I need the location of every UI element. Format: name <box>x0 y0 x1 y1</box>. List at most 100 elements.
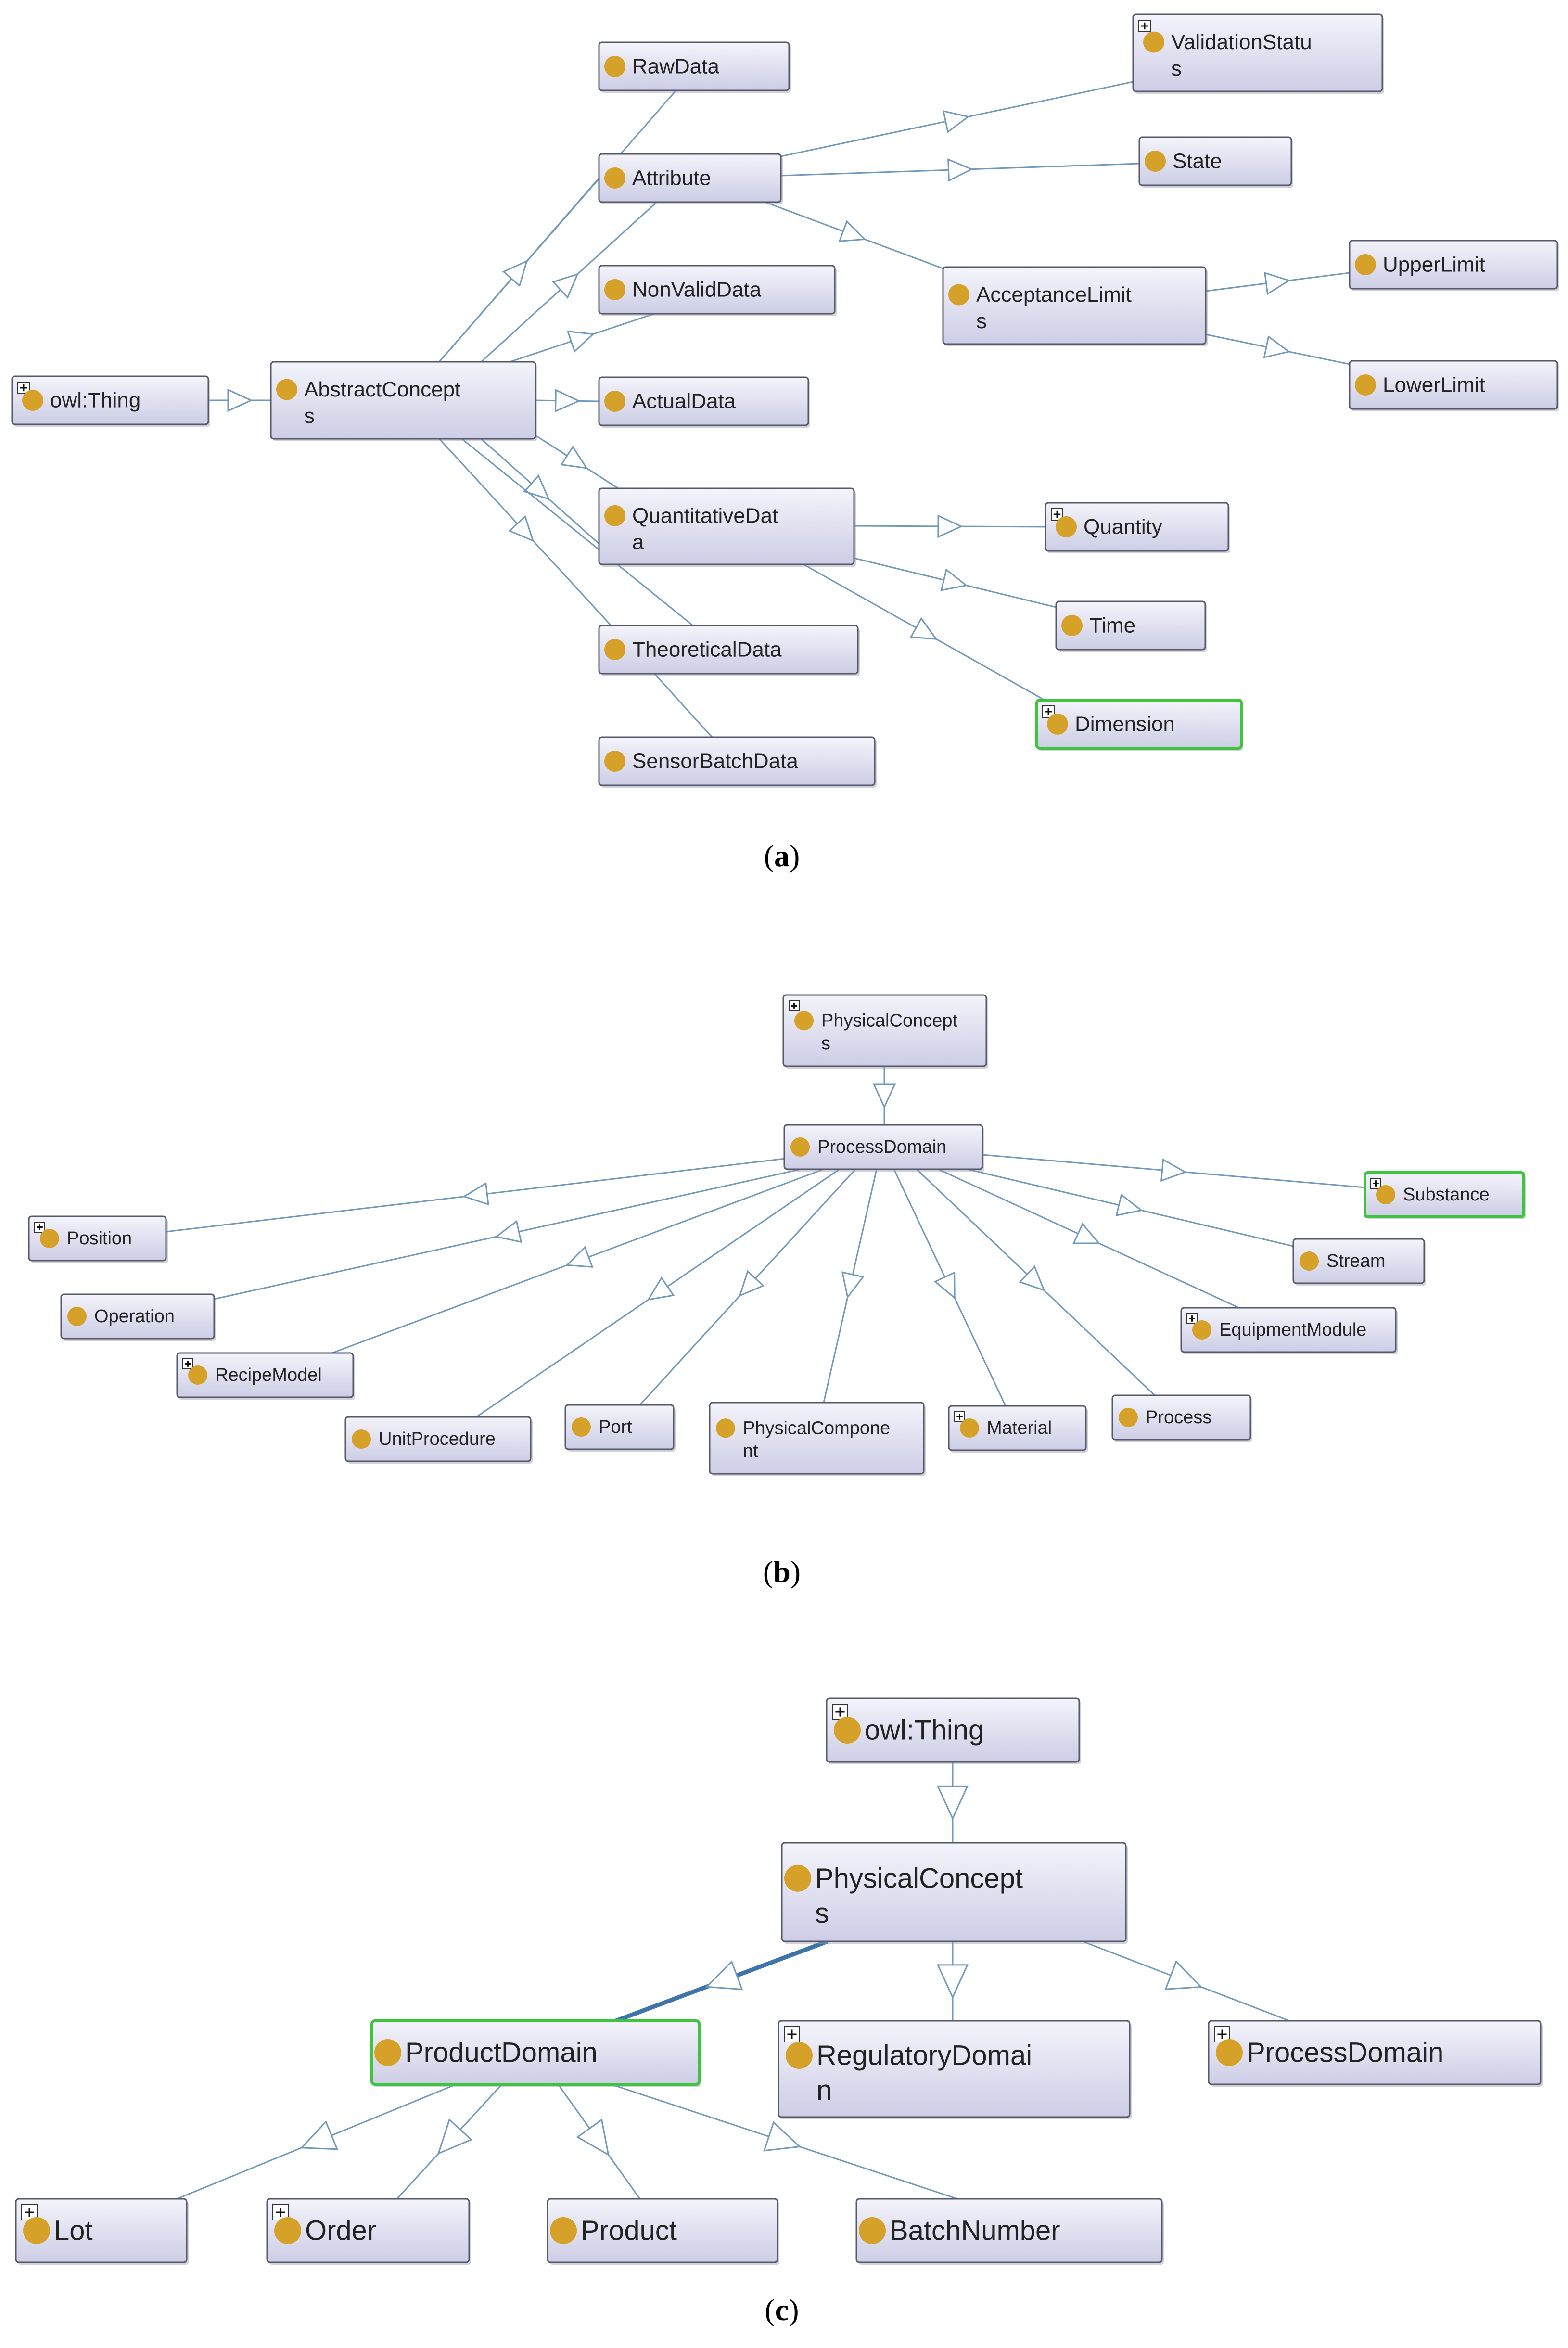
edge-procdomain_b-to-process <box>916 1168 1156 1396</box>
node-box <box>1045 502 1229 552</box>
class-node-lower[interactable]: LowerLimit <box>1349 360 1559 411</box>
class-dot-icon <box>23 2217 50 2244</box>
class-node-process[interactable]: Process <box>1111 1394 1252 1442</box>
class-dot-icon <box>784 1864 811 1892</box>
class-node-procdomain_b[interactable]: ProcessDomain <box>783 1124 984 1172</box>
edge-line <box>653 673 713 738</box>
expand-icon[interactable] <box>1138 20 1151 32</box>
expand-icon[interactable] <box>789 1000 800 1011</box>
expand-icon[interactable] <box>34 1222 45 1233</box>
edge-quant-to-quantity <box>854 514 1046 538</box>
edge-quant-to-time <box>854 557 1057 608</box>
expand-icon[interactable] <box>1370 1178 1381 1189</box>
class-node-product_domain[interactable]: ProductDomain <box>370 2019 701 2087</box>
edge-line <box>461 438 693 626</box>
arrow-icon <box>1072 1223 1101 1244</box>
class-node-attribute[interactable]: Attribute <box>598 153 783 204</box>
class-node-quantity[interactable]: Quantity <box>1045 502 1230 553</box>
class-node-operation[interactable]: Operation <box>60 1293 216 1341</box>
node-box <box>598 153 782 203</box>
class-node-lot[interactable]: Lot <box>15 2198 189 2265</box>
node-label: Substance <box>1403 1185 1490 1205</box>
node-box <box>15 2198 188 2263</box>
arrow-icon <box>763 2121 802 2152</box>
class-dot-icon <box>40 1229 59 1248</box>
node-label: PhysicalConcept <box>815 1863 1023 1894</box>
class-dot-icon <box>604 167 625 189</box>
expand-icon[interactable] <box>784 2026 800 2042</box>
edge-acceptance-to-lower <box>1205 333 1350 365</box>
class-dot-icon <box>1300 1251 1319 1271</box>
expand-icon[interactable] <box>1051 508 1063 521</box>
arrow-icon <box>1164 1960 1203 1990</box>
class-node-theoretical[interactable]: TheoreticalData <box>598 625 860 676</box>
arrow-icon <box>936 1964 969 1999</box>
class-node-recipe[interactable]: RecipeModel <box>176 1352 355 1400</box>
class-node-owlthing_a[interactable]: owl:Thing <box>11 375 210 427</box>
captions-layer: (a)(b)(c) <box>763 839 801 2327</box>
node-label: a <box>632 530 644 554</box>
panel-caption-a: (a) <box>764 839 800 873</box>
class-dot-icon <box>834 1717 861 1744</box>
class-node-batch[interactable]: BatchNumber <box>855 2198 1164 2265</box>
class-node-state[interactable]: State <box>1138 136 1293 188</box>
class-node-position[interactable]: Position <box>28 1215 168 1263</box>
edge-theoretical-to-sensor <box>653 673 713 738</box>
node-label: Position <box>67 1228 132 1249</box>
arrow-icon <box>943 110 970 133</box>
class-node-upper[interactable]: UpperLimit <box>1349 240 1559 291</box>
class-node-order[interactable]: Order <box>266 2198 471 2265</box>
arrow-icon <box>940 568 968 591</box>
arrow-icon <box>936 1785 969 1821</box>
class-node-procdomain_c[interactable]: ProcessDomain <box>1208 2020 1543 2087</box>
arrow-icon <box>872 1083 896 1109</box>
class-node-owlthing_c[interactable]: owl:Thing <box>826 1697 1081 1764</box>
arrow-icon <box>495 1220 523 1243</box>
arrow-icon <box>300 2120 339 2150</box>
class-node-equipment[interactable]: EquipmentModule <box>1180 1307 1398 1354</box>
class-dot-icon <box>1376 1185 1395 1204</box>
expand-icon[interactable] <box>272 2204 289 2220</box>
node-box <box>778 2020 1131 2118</box>
caption-letter: c <box>775 2293 789 2327</box>
node-label: s <box>1171 57 1182 80</box>
node-box <box>783 1124 983 1170</box>
node-box <box>28 1215 167 1262</box>
edge-abstract-to-theoretical <box>461 438 693 626</box>
class-node-time[interactable]: Time <box>1055 600 1207 652</box>
class-node-rawdata[interactable]: RawData <box>598 41 791 93</box>
class-node-nonvalid[interactable]: NonValidData <box>598 265 837 316</box>
class-node-actual[interactable]: ActualData <box>598 376 810 428</box>
expand-icon[interactable] <box>17 382 30 394</box>
class-node-sensor[interactable]: SensorBatchData <box>598 736 877 788</box>
class-node-dimension[interactable]: Dimension <box>1035 699 1243 751</box>
node-label: Order <box>305 2215 376 2246</box>
edge-procdomain_b-to-material <box>893 1169 1007 1406</box>
node-box <box>1349 240 1558 290</box>
class-node-port[interactable]: Port <box>564 1404 676 1452</box>
class-node-substance[interactable]: Substance <box>1364 1171 1526 1219</box>
edge-abstract-to-nonvalid <box>510 313 655 363</box>
class-node-phys_c[interactable]: PhysicalConcept s <box>781 1842 1128 1944</box>
node-label: s <box>815 1898 829 1929</box>
class-node-product[interactable]: Product <box>547 2198 779 2265</box>
expand-icon[interactable] <box>182 1358 193 1369</box>
arrow-icon <box>227 388 253 412</box>
node-box <box>948 1405 1087 1451</box>
expand-icon[interactable] <box>1186 1313 1198 1324</box>
caption-close-paren: ) <box>790 839 800 873</box>
expand-icon[interactable] <box>954 1411 965 1422</box>
node-box <box>60 1293 215 1340</box>
class-node-stream[interactable]: Stream <box>1292 1238 1426 1286</box>
class-node-material[interactable]: Material <box>948 1405 1088 1453</box>
class-node-unitproc[interactable]: UnitProcedure <box>344 1416 533 1464</box>
node-label: Lot <box>54 2215 93 2246</box>
node-label: ProductDomain <box>405 2037 598 2068</box>
